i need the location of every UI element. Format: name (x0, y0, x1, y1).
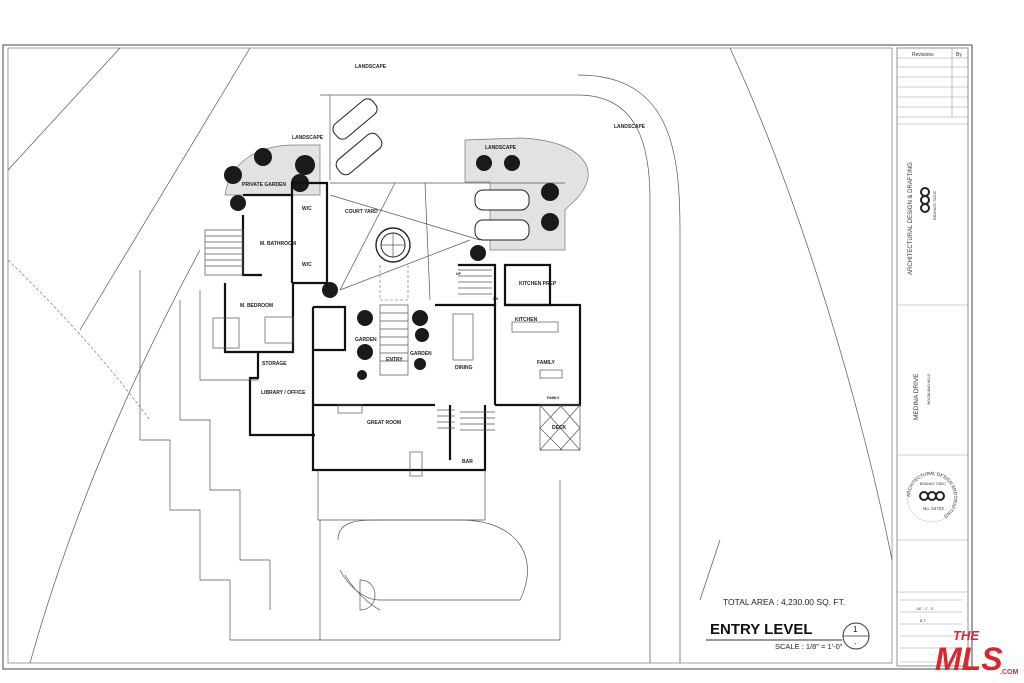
revisions-header: Revisions (912, 52, 934, 58)
project-location: WOODLAND HILLS (927, 373, 931, 405)
total-area: TOTAL AREA : 4,230.00 SQ. FT. (723, 597, 845, 607)
label-landscape-gravel: LANDSCAPE (485, 145, 517, 151)
mls-logo-mls: MLS (935, 641, 1003, 677)
sheet-scale: SCALE : 1/8" = 1'-0" (775, 642, 843, 651)
stairs (204, 229, 495, 431)
label-kitchen: KITCHEN (515, 317, 538, 323)
sheet-border (2, 44, 973, 670)
stamp-number: No. 24723 (923, 506, 944, 511)
label-dn: DN (493, 297, 499, 301)
label-family-small: FAMILY (547, 396, 560, 400)
designer-name: BRANKO TADIC (932, 190, 937, 220)
label-family: FAMILY (537, 360, 556, 366)
room-labels: LANDSCAPE LANDSCAPE LANDSCAPE LANDSCAPE … (240, 64, 646, 465)
sheet-number: 1 (853, 625, 858, 634)
label-storage: STORAGE (262, 361, 287, 367)
mls-logo: THE MLS .COM (935, 628, 1018, 677)
label-garden-1: GARDEN (355, 337, 377, 343)
scale-value: 1/8" : 1' - 0" (916, 607, 935, 611)
furniture (212, 313, 581, 477)
label-great-room: GREAT ROOM (367, 420, 401, 426)
firm-logo-icon (920, 187, 930, 213)
by-header: By (956, 52, 962, 58)
label-dining: DINING (455, 365, 473, 371)
label-landscape-left: LANDSCAPE (292, 135, 324, 141)
label-landscape-top: LANDSCAPE (355, 64, 387, 70)
sheet-title: ENTRY LEVEL (710, 621, 813, 638)
label-deck: DECK (552, 425, 567, 431)
walls (199, 181, 582, 521)
project-name: MEDINA DRIVE (913, 373, 920, 420)
label-wc-1: W/C (302, 206, 312, 212)
label-library-office: LIBRARY / OFFICE (261, 390, 306, 396)
label-m-bedroom: M. BEDROOM (240, 303, 273, 309)
label-private-garden: PRIVATE GARDEN (242, 182, 286, 188)
label-entry: ENTRY (386, 357, 403, 363)
car-icons (332, 98, 530, 241)
sheet-sub: - (854, 641, 857, 648)
label-wc-2: W/C (302, 262, 312, 268)
label-garden-2: GARDEN (410, 351, 432, 357)
mls-logo-com: .COM (1000, 669, 1018, 676)
title-block-column: Revisions By ARCHITECTURAL DESIGN & DRAF… (896, 47, 969, 667)
drawn-by: B.T. (920, 619, 926, 623)
label-landscape-right: LANDSCAPE (614, 124, 646, 130)
tree-icons (224, 148, 559, 380)
courtyard (329, 182, 565, 301)
firm-name: ARCHITECTURAL DESIGN & DRAFTING (908, 162, 914, 275)
drawing-frame (7, 47, 893, 664)
label-bar: BAR (462, 459, 473, 465)
stamp-name: BRANKO TADIC (920, 482, 946, 486)
site-boundaries (7, 47, 893, 664)
label-court-yard: COURT YARD (345, 209, 378, 215)
label-m-bathroom: M. BATHROOM (260, 241, 296, 247)
label-up: UP (456, 272, 462, 276)
mls-logo-the: THE (953, 628, 979, 643)
sheet-title-block: TOTAL AREA : 4,230.00 SQ. FT. ENTRY LEVE… (706, 597, 870, 651)
label-kitchen-prep: KITCHEN PREP (519, 281, 557, 287)
